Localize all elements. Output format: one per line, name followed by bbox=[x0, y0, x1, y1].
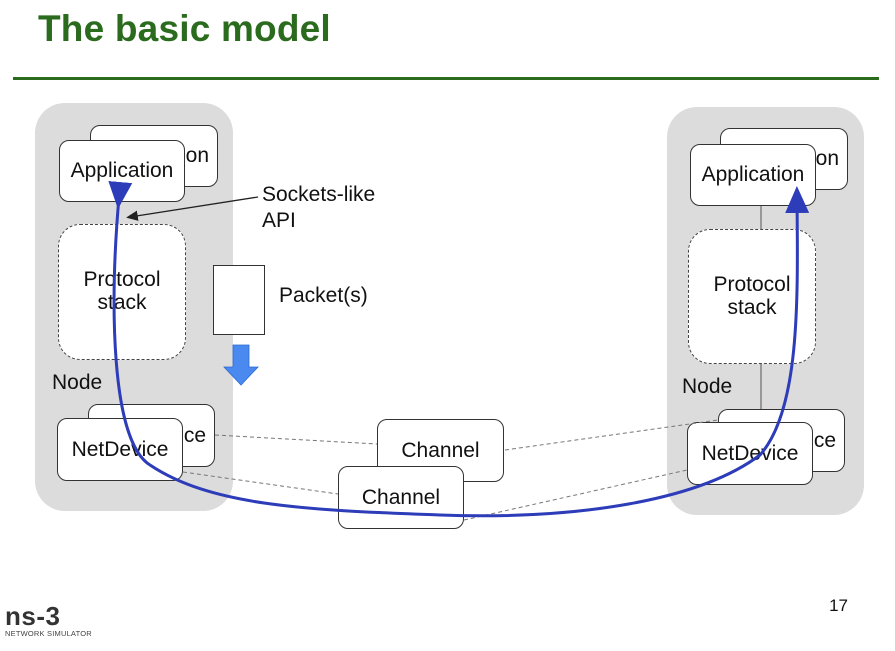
left-node-label: Node bbox=[52, 371, 103, 394]
right-protocol-stack-label: Protocol stack bbox=[713, 272, 791, 319]
left-protocol-stack-label: Protocol stack bbox=[83, 268, 161, 314]
packet-label: Packet(s) bbox=[279, 284, 368, 307]
right-netdevice-back-label: ce bbox=[813, 428, 836, 452]
right-protocol-stack-box: Protocol stack bbox=[688, 229, 816, 364]
channel-front-label: Channel bbox=[361, 485, 441, 509]
right-node-label: Node bbox=[682, 375, 733, 398]
left-application-back-label: on bbox=[185, 144, 209, 167]
right-application-label: Application bbox=[701, 163, 805, 186]
left-netdevice-box: NetDevice bbox=[57, 418, 183, 481]
left-netdevice-label: NetDevice bbox=[71, 437, 169, 461]
slide-title: The basic model bbox=[38, 8, 331, 49]
logo-mark: ns-3 bbox=[5, 601, 61, 631]
packet-box bbox=[213, 265, 265, 335]
left-protocol-stack-box: Protocol stack bbox=[58, 224, 186, 360]
left-application-label: Application bbox=[70, 159, 174, 182]
right-netdevice-label: NetDevice bbox=[701, 441, 799, 465]
right-application-box: Application bbox=[690, 144, 816, 206]
sockets-api-label: Sockets-like API bbox=[262, 183, 376, 233]
ns3-logo: ns-3 NETWORK SIMULATOR bbox=[5, 601, 92, 638]
channel-front-box: Channel bbox=[338, 466, 464, 529]
left-netdevice-back-label: ce bbox=[183, 423, 206, 447]
title-divider bbox=[13, 77, 879, 80]
right-application-back-label: on bbox=[815, 147, 839, 170]
right-netdevice-box: NetDevice bbox=[687, 422, 813, 485]
left-back-channel-link bbox=[214, 434, 378, 445]
left-application-box: Application bbox=[59, 140, 185, 202]
channel-back-label: Channel bbox=[401, 438, 480, 462]
page-number: 17 bbox=[829, 596, 848, 615]
logo-subtitle: NETWORK SIMULATOR bbox=[5, 629, 92, 638]
